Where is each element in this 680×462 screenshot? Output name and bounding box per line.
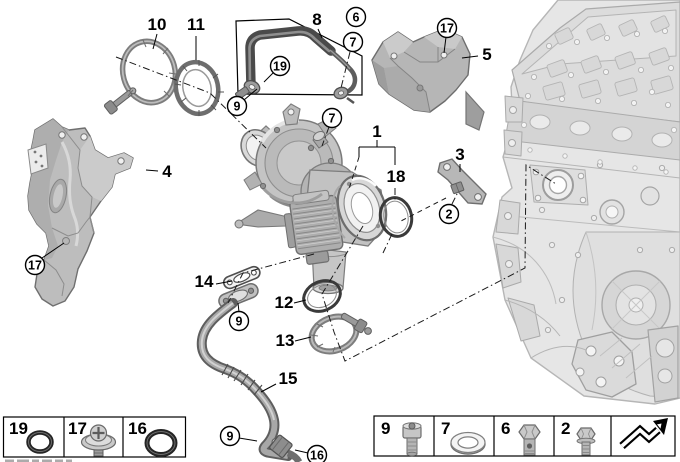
legend-label-7: 7 [441, 419, 450, 438]
socket-head-screw-icon [402, 422, 422, 457]
legend-box-left: 19 17 16 [2, 416, 187, 458]
legend-cell-2: 2 [561, 419, 596, 456]
legend-cell-arrow [619, 418, 668, 449]
cropped-footer-marks [5, 459, 72, 462]
svg-text:17: 17 [28, 259, 42, 273]
o-ring-18 [378, 196, 414, 238]
oil-return-hose-15 [196, 298, 303, 462]
svg-text:9: 9 [234, 100, 241, 114]
hex-bolt-icon [576, 427, 596, 456]
legend-box-right: 9 7 6 [373, 415, 676, 457]
callout-1[interactable]: 1 [372, 122, 381, 141]
callout-2-circle[interactable]: 2 [438, 203, 460, 225]
legend-label-2: 2 [561, 419, 570, 438]
legend-label-9: 9 [381, 419, 390, 438]
legend-cell-17: 17 [68, 419, 117, 457]
svg-text:9: 9 [227, 430, 234, 444]
legend-label-6: 6 [501, 419, 510, 438]
o-ring-12 [302, 279, 342, 313]
callout-14[interactable]: 14 [195, 272, 214, 291]
svg-text:17: 17 [440, 22, 454, 36]
flange-gasket-14 [218, 265, 261, 309]
svg-text:6: 6 [353, 11, 360, 25]
screw-plug-icon [80, 424, 117, 457]
callout-4[interactable]: 4 [162, 162, 172, 181]
svg-text:7: 7 [329, 112, 336, 126]
legend-cell-16: 16 [128, 419, 178, 457]
callout-3[interactable]: 3 [455, 145, 464, 164]
callout-19-circle[interactable]: 19 [269, 55, 291, 77]
o-ring-small-icon [26, 430, 54, 454]
legend-label-16: 16 [128, 419, 147, 438]
page-turn-arrow-icon [619, 418, 668, 449]
turbocharger [234, 103, 388, 295]
leader-lines [41, 28, 479, 454]
callout-15[interactable]: 15 [279, 369, 298, 388]
callout-16-circle[interactable]: 16 [306, 444, 328, 462]
legend-cell-9: 9 [381, 419, 422, 457]
callout-17-circle-shield5[interactable]: 17 [436, 17, 458, 39]
callout-8[interactable]: 8 [312, 10, 321, 29]
callout-17-circle-shield4[interactable]: 17 [24, 254, 46, 276]
legend-cell-7: 7 [441, 419, 486, 455]
callout-13[interactable]: 13 [276, 331, 295, 350]
v-band-clamp-10 [103, 38, 179, 115]
support-bracket-3 [437, 158, 487, 205]
svg-text:16: 16 [310, 449, 324, 462]
legend-label-19: 19 [9, 419, 28, 438]
svg-text:9: 9 [236, 315, 243, 329]
heat-shield-4 [27, 118, 134, 307]
sealing-washer-icon [450, 431, 486, 455]
pipe-8-frame [235, 18, 363, 96]
assembly-axes [115, 51, 557, 362]
callout-10[interactable]: 10 [148, 15, 167, 34]
callout-12[interactable]: 12 [275, 293, 294, 312]
legend-cell-19: 19 [9, 419, 54, 454]
bracket-bolt [450, 181, 465, 195]
callout-18[interactable]: 18 [387, 167, 406, 186]
callout-7-circle-top[interactable]: 7 [342, 31, 364, 53]
callout-9-circle-pipe[interactable]: 9 [226, 95, 248, 117]
oil-feed-pipe-8 [235, 18, 363, 105]
v-band-clamp-13 [308, 312, 372, 355]
svg-text:19: 19 [273, 60, 287, 74]
engine-block [492, 0, 680, 405]
legend-cell-6: 6 [501, 419, 541, 456]
legend-label-17: 17 [68, 419, 87, 438]
gasket-ring-11 [173, 59, 224, 117]
svg-text:7: 7 [350, 36, 357, 50]
callout-9-circle-flange[interactable]: 9 [228, 310, 250, 332]
banjo-bolt-icon [518, 424, 541, 456]
svg-text:2: 2 [446, 208, 453, 222]
o-ring-large-icon [144, 429, 178, 457]
callout-7-circle-mid[interactable]: 7 [321, 107, 343, 129]
callout-6-circle[interactable]: 6 [345, 6, 367, 28]
callout-5[interactable]: 5 [482, 45, 491, 64]
callout-9-circle-hose[interactable]: 9 [219, 425, 241, 447]
callout-11[interactable]: 11 [187, 15, 205, 34]
heat-shield-5 [371, 28, 485, 131]
